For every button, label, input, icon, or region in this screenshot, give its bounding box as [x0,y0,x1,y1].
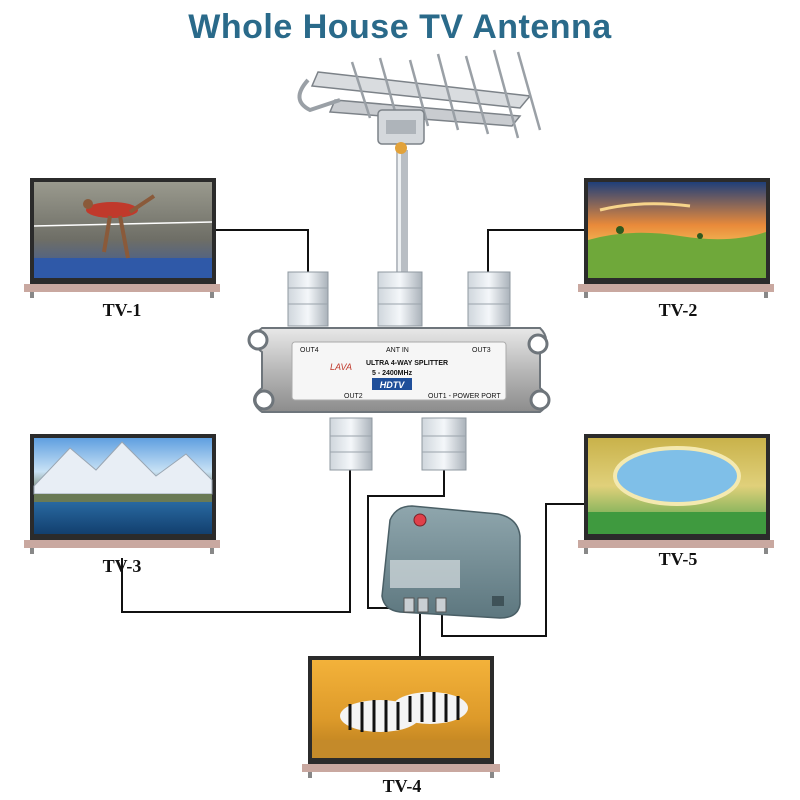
tv-4-label: TV-4 [383,776,422,796]
mountain-lake-scene [33,441,213,502]
cable-out3-to-tv2 [487,229,588,278]
tv-2-label: TV-2 [659,300,698,320]
hdtv-logo: HDTV [380,380,405,390]
connector-ant-in [377,271,423,327]
brand-logo: LAVA [330,362,352,372]
tv-3-label: TV-3 [103,556,142,576]
tv-1-label: TV-1 [103,300,142,320]
tv-3: TV-3 [24,434,220,576]
splitter-device: OUT4 ANT IN OUT3 LAVA ULTRA 4-WAY SPLITT… [247,271,551,471]
high-jump-scene [33,194,213,278]
connector-out3 [467,271,511,327]
amplifier-ports [403,597,447,613]
out3-label: OUT3 [472,347,491,354]
ant-in-label: ANT IN [386,347,409,354]
tv-2: TV-2 [578,178,774,320]
cable-out4-to-tv1 [212,229,309,278]
cable-out1-to-amp [367,468,445,609]
tv-5-label: TV-5 [659,549,698,569]
cable-out2-to-tv3 [121,468,351,613]
connector-out2 [329,417,373,471]
splitter-name: ULTRA 4-WAY SPLITTER [366,360,448,367]
out1-label: OUT1 - POWER PORT [428,393,501,400]
tv-4: TV-4 [302,656,500,796]
stadium-scene [588,446,766,534]
sunset-meadow-scene [588,202,766,278]
splitter-frequency: 5 - 2400MHz [372,370,413,377]
diagram-title: Whole House TV Antenna [188,8,612,46]
tv-5: TV-5 [578,434,774,569]
cable-amp-to-tv5 [441,503,588,637]
connector-out4 [287,271,329,327]
out4-label: OUT4 [300,347,319,354]
amplifier-device [381,505,521,619]
cable-lines [121,229,588,660]
antenna-image [297,49,542,300]
out2-label: OUT2 [344,393,363,400]
connector-out1 [421,417,467,471]
tv-1: TV-1 [24,178,220,320]
zebra-scene [312,692,490,758]
